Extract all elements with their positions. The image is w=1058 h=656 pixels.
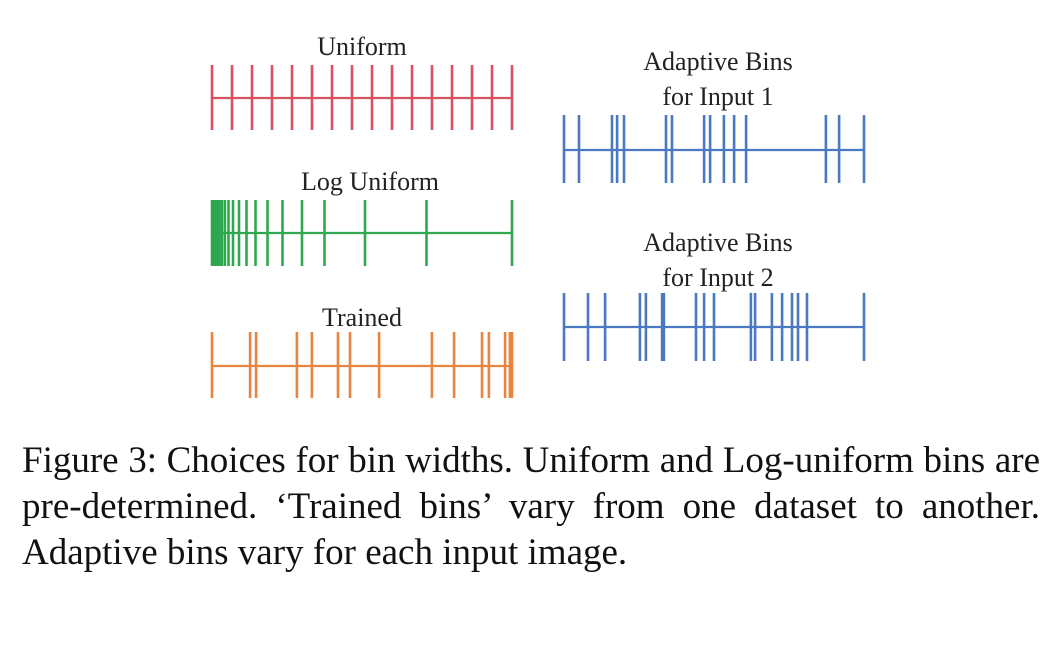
adaptive-1-label-line: for Input 1 bbox=[662, 82, 773, 111]
trained-label-line: Trained bbox=[322, 303, 402, 332]
figure-caption: Figure 3: Choices for bin widths. Unifor… bbox=[22, 440, 1040, 573]
adaptive-2-panel: Adaptive Bins for Input 2 bbox=[562, 228, 866, 361]
log-uniform-panel: Log Uniform bbox=[210, 167, 514, 266]
adaptive-1-panel: Adaptive Bins for Input 1 bbox=[562, 47, 866, 183]
uniform-panel: Uniform bbox=[210, 32, 514, 130]
adaptive-2-label-line: for Input 2 bbox=[662, 263, 773, 292]
trained-panel: Trained bbox=[210, 303, 514, 398]
adaptive-1-label-line: Adaptive Bins bbox=[643, 47, 793, 76]
adaptive-2-label-line: Adaptive Bins bbox=[643, 228, 793, 257]
log-uniform-label-line: Log Uniform bbox=[301, 167, 439, 196]
uniform-label-line: Uniform bbox=[317, 32, 407, 61]
